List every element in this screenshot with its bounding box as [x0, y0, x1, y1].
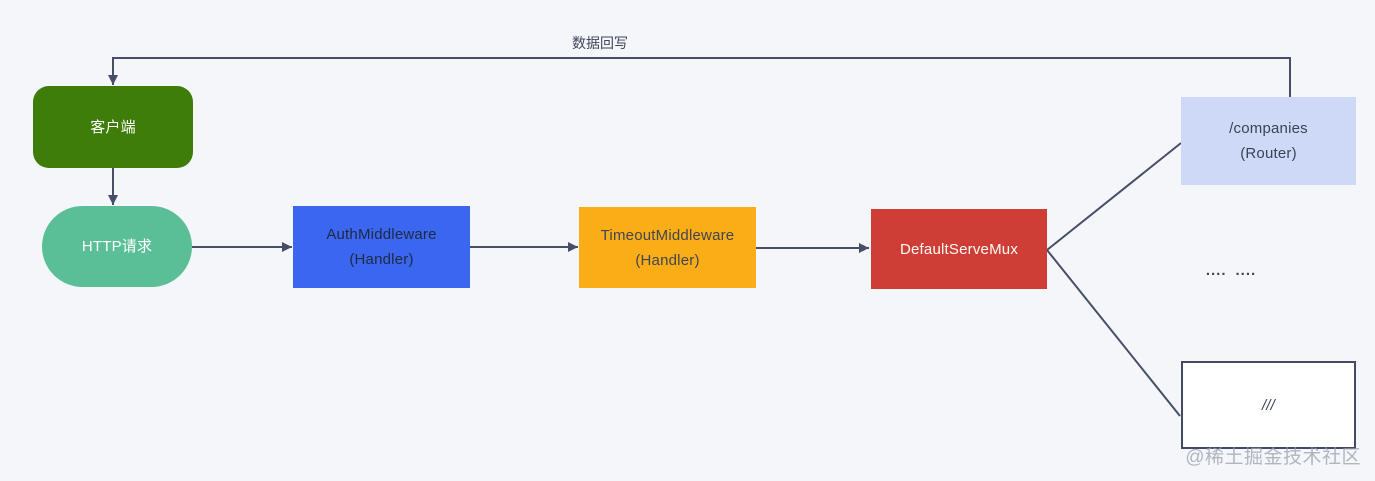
node-timeout-middleware-label-line1: TimeoutMiddleware	[600, 226, 735, 244]
node-auth-middleware: AuthMiddleware (Handler)	[293, 206, 470, 288]
node-timeout-middleware: TimeoutMiddleware (Handler)	[579, 207, 756, 288]
watermark: @稀土掘金技术社区	[1185, 447, 1361, 468]
node-companies-router-label-line2: (Router)	[1240, 145, 1297, 162]
node-client: 客户端	[33, 86, 193, 168]
node-default-servemux-label: DefaultServeMux	[899, 240, 1019, 258]
node-auth-middleware-label-line2: (Handler)	[349, 251, 414, 268]
node-handler-placeholder-label: ///	[1261, 396, 1276, 414]
node-auth-middleware-label-line1: AuthMiddleware	[326, 226, 437, 243]
node-timeout-middleware-label-line2: (Handler)	[635, 251, 700, 269]
node-companies-router-label-line1: /companies	[1229, 120, 1308, 137]
node-default-servemux: DefaultServeMux	[871, 209, 1047, 289]
node-client-label: 客户端	[90, 118, 136, 136]
writeback-edge-label: 数据回写	[572, 35, 628, 51]
more-routes-ellipsis: .... ....	[1196, 262, 1266, 279]
connector-mux-router	[1046, 142, 1182, 251]
ellipsis-group-1: ....	[1205, 262, 1227, 279]
node-companies-router: /companies (Router)	[1181, 97, 1356, 185]
node-handler-placeholder: ///	[1181, 361, 1356, 449]
connector-mux-placeholder	[1046, 249, 1181, 417]
node-http-request-label: HTTP请求	[81, 238, 153, 255]
node-http-request: HTTP请求	[42, 206, 192, 287]
connector-writeback	[108, 57, 1291, 97]
ellipsis-group-2: ....	[1235, 262, 1257, 279]
